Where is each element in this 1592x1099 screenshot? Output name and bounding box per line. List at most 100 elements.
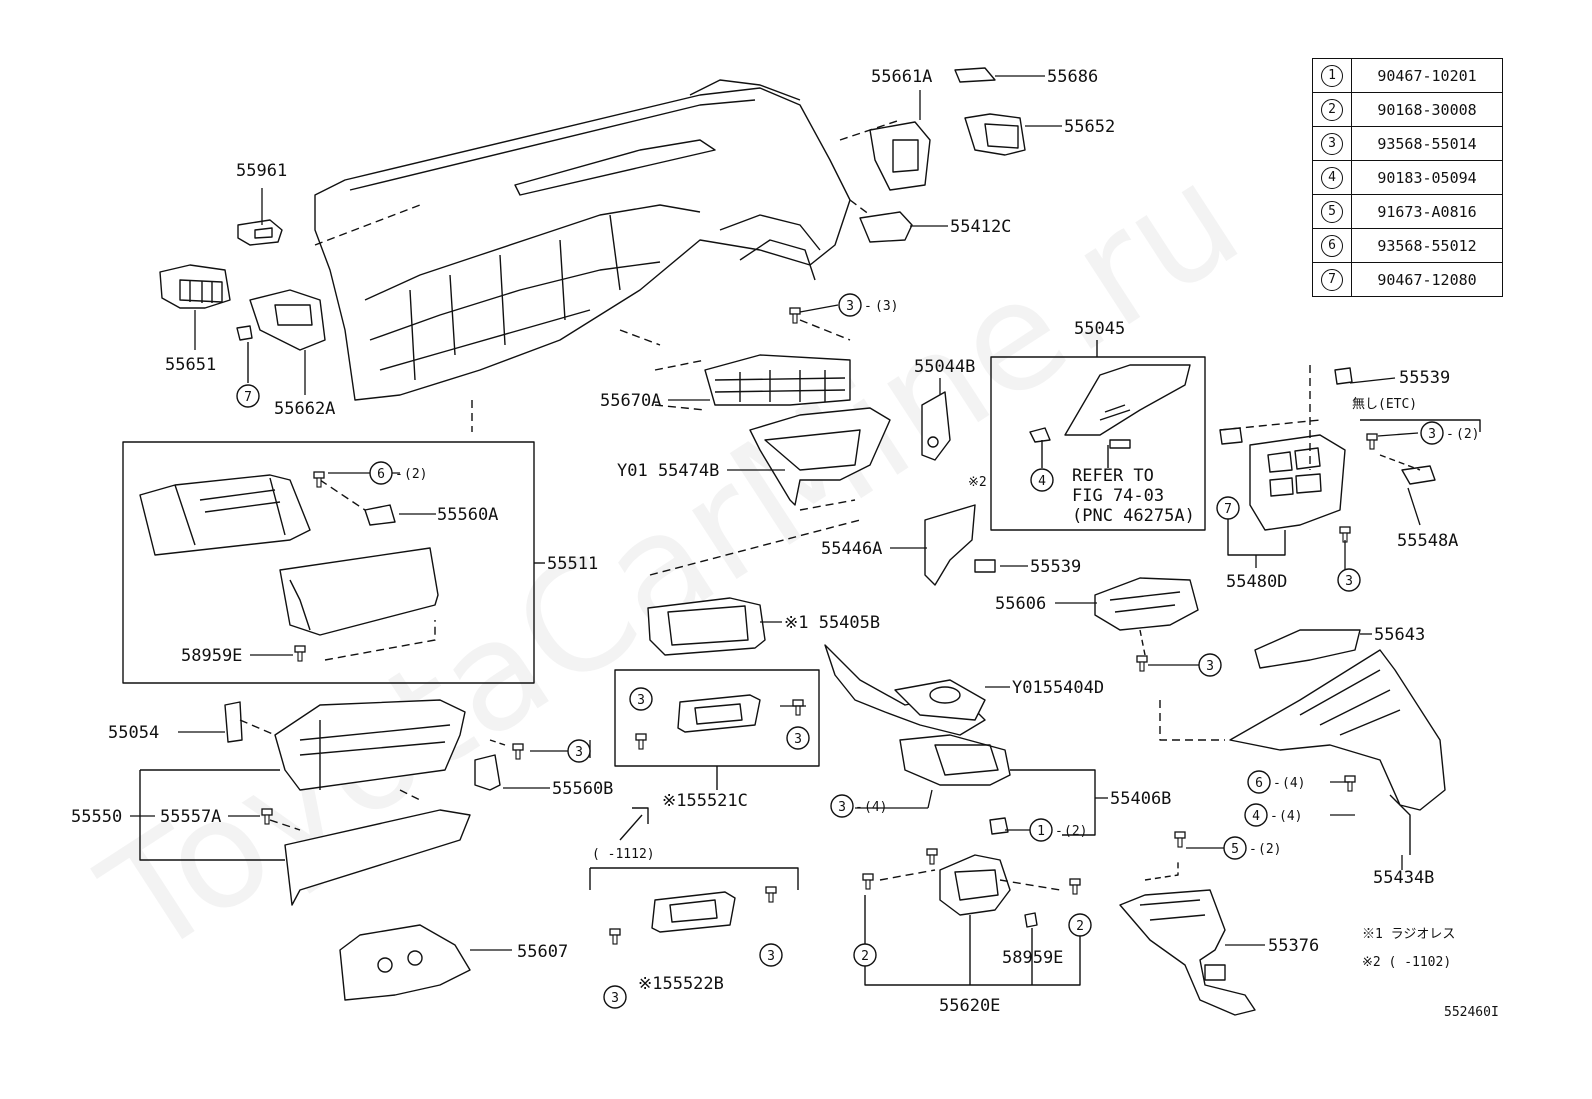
svg-text:2: 2 (861, 949, 869, 964)
part-label-55550: 55550 (71, 807, 122, 827)
note-1: ※1 ラジオレス (1362, 927, 1455, 942)
qty-label: - (1055, 824, 1063, 839)
part-number: 90467-10201 (1351, 58, 1503, 93)
qty-label: (2) (404, 467, 427, 482)
note-mark-2: ※2 (968, 475, 987, 490)
qty-label: - (1273, 776, 1281, 791)
svg-text:2: 2 (1076, 919, 1084, 934)
table-row: 7 90467-12080 (1312, 262, 1503, 297)
qty-label: (4) (1279, 809, 1302, 824)
parts-reference-table: 1 90467-10201 2 90168-30008 3 93568-5501… (1312, 58, 1503, 297)
part-number: 90183-05094 (1351, 160, 1503, 195)
svg-text:3: 3 (767, 949, 775, 964)
svg-text:4: 4 (1038, 474, 1046, 489)
svg-text:3: 3 (1428, 427, 1436, 442)
part-number: 91673-A0816 (1351, 194, 1503, 229)
svg-text:3: 3 (611, 991, 619, 1006)
part-label-55446A: 55446A (821, 539, 882, 559)
svg-text:7: 7 (244, 390, 252, 405)
etc-note: 無し(ETC) (1352, 397, 1417, 412)
ref-number: 5 (1321, 200, 1343, 223)
part-label-55606: 55606 (995, 594, 1046, 614)
svg-text:6: 6 (377, 467, 385, 482)
refer-line-2: FIG 74-03 (1072, 486, 1164, 506)
svg-text:1: 1 (1037, 824, 1045, 839)
qty-label: - (1270, 809, 1278, 824)
part-label-55539: 55539 (1030, 557, 1081, 577)
instrument-panel-drawing (314, 79, 851, 401)
part-labels: 55661A 55686 55652 55412C 55961 55651 55… (71, 67, 1499, 1020)
part-label-55560B: 55560B (552, 779, 613, 799)
ref-number: 4 (1321, 166, 1343, 189)
ref-number: 3 (1321, 132, 1343, 155)
qty-label: (2) (1064, 824, 1087, 839)
svg-text:6: 6 (1255, 776, 1263, 791)
ref-circle-numbers: 3 6 7 3 3 3 3 3 2 2 3 1 5 6 4 3 3 7 3 4 (244, 299, 1436, 1006)
part-label-55651: 55651 (165, 355, 216, 375)
part-label-55376: 55376 (1268, 936, 1319, 956)
part-label-55539: 55539 (1399, 368, 1450, 388)
part-label-55620E: 55620E (939, 996, 1000, 1016)
ref-number: 6 (1321, 234, 1343, 257)
table-row: 6 93568-55012 (1312, 228, 1503, 263)
part-label-55405B: ※1 55405B (784, 613, 880, 633)
part-label-55474B: Y01 55474B (617, 461, 719, 481)
ref-number: 7 (1321, 268, 1343, 291)
table-row: 2 90168-30008 (1312, 92, 1503, 127)
part-label-55054: 55054 (108, 723, 159, 743)
svg-text:3: 3 (1345, 574, 1353, 589)
quantity-labels: - (3) - (2) - (2) - (4) - (2) - (4) - (4… (395, 299, 1479, 857)
svg-text:3: 3 (794, 732, 802, 747)
part-label-55560A: 55560A (437, 505, 498, 525)
part-number: 90168-30008 (1351, 92, 1503, 127)
diagram-id: 552460I (1444, 1005, 1499, 1020)
qty-label: - (395, 467, 403, 482)
part-label-55686: 55686 (1047, 67, 1098, 87)
part-label-55480D: 55480D (1226, 572, 1287, 592)
note-2: ※2 ( -1102) (1362, 955, 1451, 970)
part-number: 93568-55012 (1351, 228, 1503, 263)
ref-number: 2 (1321, 98, 1343, 121)
qty-label: - (864, 299, 872, 314)
part-label-55404D: Y0155404D (1012, 678, 1104, 698)
table-row: 5 91673-A0816 (1312, 194, 1503, 229)
refer-line-3: (PNC 46275A) (1072, 506, 1195, 526)
part-label-55607: 55607 (517, 942, 568, 962)
part-label-55412C: 55412C (950, 217, 1011, 237)
line-art (122, 67, 1481, 1016)
part-label-55652: 55652 (1064, 117, 1115, 137)
qty-label: - (1249, 842, 1257, 857)
range-note: ( -1112) (592, 847, 655, 862)
part-label-55662A: 55662A (274, 399, 335, 419)
part-label-55643: 55643 (1374, 625, 1425, 645)
ref-circles (236, 293, 1444, 1009)
part-label-55670A: 55670A (600, 391, 661, 411)
part-label-55406B: 55406B (1110, 789, 1171, 809)
part-label-55557A: 55557A (160, 807, 221, 827)
svg-text:3: 3 (846, 299, 854, 314)
svg-text:3: 3 (838, 800, 846, 815)
svg-text:3: 3 (575, 745, 583, 760)
svg-text:7: 7 (1224, 502, 1232, 517)
leader-lines (130, 75, 1421, 951)
ref-number: 1 (1321, 64, 1343, 87)
qty-label: - (1446, 427, 1454, 442)
part-label-55521C: ※155521C (662, 791, 748, 811)
part-label-58959E: 58959E (181, 646, 242, 666)
part-label-58959E: 58959E (1002, 948, 1063, 968)
part-label-55522B: ※155522B (638, 974, 724, 994)
qty-label: (4) (864, 800, 887, 815)
part-number: 90467-12080 (1351, 262, 1503, 297)
part-label-55511: 55511 (547, 554, 598, 574)
svg-text:4: 4 (1252, 809, 1260, 824)
qty-label: (2) (1258, 842, 1281, 857)
part-label-55045: 55045 (1074, 319, 1125, 339)
part-number: 93568-55014 (1351, 126, 1503, 161)
table-row: 4 90183-05094 (1312, 160, 1503, 195)
table-row: 3 93568-55014 (1312, 126, 1503, 161)
qty-label: - (855, 800, 863, 815)
part-label-55661A: 55661A (871, 67, 932, 87)
qty-label: (3) (875, 299, 898, 314)
part-label-55044B: 55044B (914, 357, 975, 377)
svg-text:5: 5 (1231, 842, 1239, 857)
